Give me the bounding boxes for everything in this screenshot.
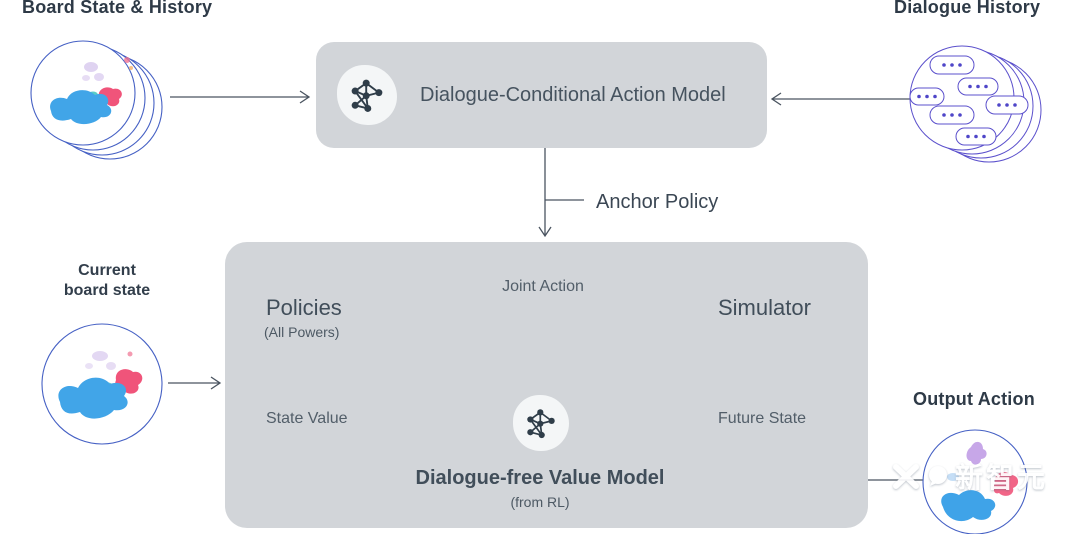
board-history-label: Board State & History	[22, 0, 213, 17]
action-model-title: Dialogue-Conditional Action Model	[420, 83, 726, 106]
output-action-icon	[922, 429, 1028, 534]
policies-sub-label: (All Powers)	[264, 324, 340, 340]
watermark-text: 新智元	[955, 462, 1049, 493]
simulator-label: Simulator	[718, 295, 811, 320]
watermark: 新智元	[891, 452, 1051, 500]
board-to-model-arrow	[170, 90, 311, 104]
action-model-box: Dialogue-Conditional Action Model	[316, 42, 767, 148]
current-board-line2: board state	[63, 282, 151, 299]
value-model-icon-circle	[513, 395, 569, 451]
dialogue-history-label: Dialogue History	[894, 0, 1041, 17]
watermark-bubble-icon	[929, 466, 947, 486]
board-state-history-icon	[30, 40, 163, 160]
action-model-icon-circle	[337, 65, 397, 125]
neural-network-icon	[350, 78, 384, 113]
value-model-title: Dialogue-free Value Model	[415, 467, 665, 489]
anchor-policy-label: Anchor Policy	[596, 191, 719, 213]
watermark-x-icon	[893, 464, 919, 489]
current-board-state-icon	[41, 323, 163, 445]
current-board-line1: Current	[78, 262, 136, 279]
anchor-policy-arrow	[538, 148, 584, 238]
output-action-label: Output Action	[913, 389, 1035, 409]
dialogue-to-model-arrow	[770, 92, 916, 106]
current-board-arrow	[168, 376, 222, 390]
neural-network-icon	[526, 408, 556, 440]
state-value-label: State Value	[266, 410, 348, 427]
current-board-label: Current board state	[40, 261, 174, 301]
dialogue-history-icon	[909, 45, 1042, 163]
policies-label: Policies	[266, 295, 342, 320]
future-state-label: Future State	[718, 410, 807, 427]
planning-loop-box	[225, 242, 868, 528]
joint-action-label: Joint Action	[502, 278, 584, 295]
value-model-sub-label: (from RL)	[510, 494, 570, 510]
